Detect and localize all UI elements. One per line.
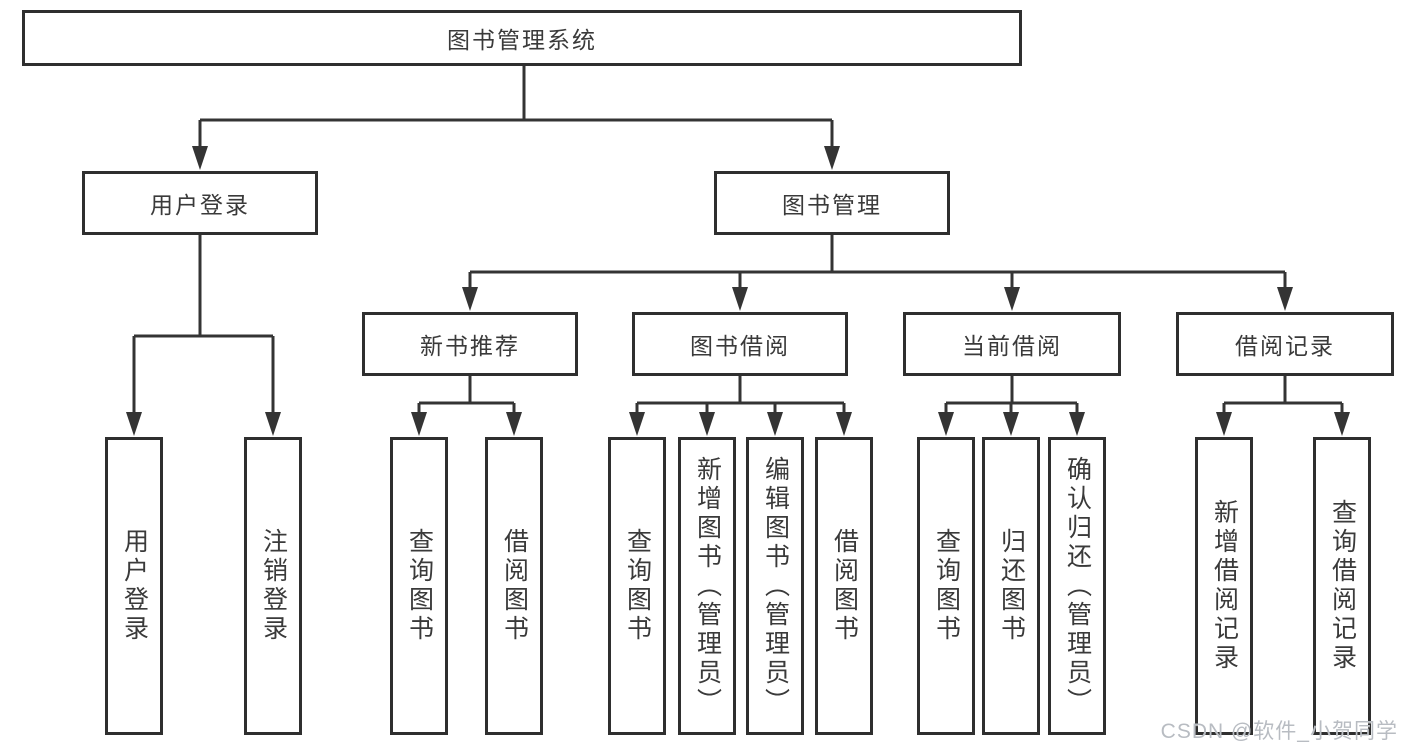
arrowhead-icon (824, 146, 840, 170)
leaf-logout: 注销登录 (244, 437, 302, 735)
arrowhead-icon (1003, 412, 1019, 436)
leaf-records-add-record: 新增借阅记录 (1195, 437, 1253, 735)
arrowheads (126, 146, 1350, 436)
arrowhead-icon (411, 412, 427, 436)
leaf-borrowing-edit-books-admin-label: 编辑图书（管理员） (761, 455, 790, 717)
arrowhead-icon (629, 412, 645, 436)
node-book-borrowing-label: 图书借阅 (690, 333, 790, 359)
leaf-borrowing-query-books-label: 查询图书 (623, 528, 652, 644)
node-current-borrowing-label: 当前借阅 (962, 333, 1062, 359)
leaf-current-return-books: 归还图书 (982, 437, 1040, 735)
leaf-user-login-label: 用户登录 (120, 528, 149, 644)
leaf-current-query-books-label: 查询图书 (932, 528, 961, 644)
connector-records-to-leaves (1222, 376, 1344, 414)
node-borrowing-records: 借阅记录 (1176, 312, 1394, 376)
leaf-records-query-record-label: 查询借阅记录 (1328, 499, 1357, 673)
leaf-recommend-borrow-books: 借阅图书 (485, 437, 543, 735)
arrowhead-icon (1216, 412, 1232, 436)
arrowhead-icon (265, 412, 281, 436)
arrowhead-icon (836, 412, 852, 436)
leaf-recommend-borrow-books-label: 借阅图书 (500, 528, 529, 644)
connector-currentborrow-to-leaves (944, 376, 1079, 414)
arrowhead-icon (126, 412, 142, 436)
leaf-current-query-books: 查询图书 (917, 437, 975, 735)
leaf-borrowing-borrow-books-label: 借阅图书 (830, 528, 859, 644)
node-new-book-recommend: 新书推荐 (362, 312, 578, 376)
leaf-records-add-record-label: 新增借阅记录 (1210, 499, 1239, 673)
node-user-login: 用户登录 (82, 171, 318, 235)
arrowhead-icon (1069, 412, 1085, 436)
leaf-borrowing-edit-books-admin: 编辑图书（管理员） (746, 437, 804, 735)
arrowhead-icon (1334, 412, 1350, 436)
leaf-current-return-books-label: 归还图书 (997, 528, 1026, 644)
leaf-borrowing-borrow-books: 借阅图书 (815, 437, 873, 735)
node-root: 图书管理系统 (22, 10, 1022, 66)
leaf-records-query-record: 查询借阅记录 (1313, 437, 1371, 735)
node-book-management: 图书管理 (714, 171, 950, 235)
arrowhead-icon (1277, 287, 1293, 311)
arrowhead-icon (1004, 287, 1020, 311)
leaf-current-confirm-return-admin-label: 确认归还（管理员） (1063, 455, 1092, 717)
node-new-book-recommend-label: 新书推荐 (420, 333, 520, 359)
arrowhead-icon (506, 412, 522, 436)
leaf-logout-label: 注销登录 (259, 528, 288, 644)
leaf-recommend-query-books-label: 查询图书 (405, 528, 434, 644)
connector-userlogin-to-leaves (132, 235, 275, 414)
leaf-borrowing-query-books: 查询图书 (608, 437, 666, 735)
leaf-current-confirm-return-admin: 确认归还（管理员） (1048, 437, 1106, 735)
node-book-management-label: 图书管理 (782, 192, 882, 218)
node-root-label: 图书管理系统 (447, 27, 597, 53)
connector-newbookrec-to-leaves (417, 376, 516, 414)
connector-bookborrow-to-leaves (635, 376, 846, 414)
node-current-borrowing: 当前借阅 (903, 312, 1121, 376)
leaf-user-login: 用户登录 (105, 437, 163, 735)
leaf-borrowing-add-books-admin: 新增图书（管理员） (678, 437, 736, 735)
arrowhead-icon (732, 287, 748, 311)
leaf-borrowing-add-books-admin-label: 新增图书（管理员） (693, 455, 722, 717)
arrowhead-icon (938, 412, 954, 436)
connector-bookmgmt-to-level3 (468, 235, 1287, 291)
arrowhead-icon (192, 146, 208, 170)
arrowhead-icon (462, 287, 478, 311)
connector-root-to-level2 (198, 66, 834, 150)
arrowhead-icon (699, 412, 715, 436)
node-user-login-label: 用户登录 (150, 192, 250, 218)
arrowhead-icon (767, 412, 783, 436)
watermark: CSDN @软件_小贺同学 (1160, 720, 1398, 743)
node-borrowing-records-label: 借阅记录 (1235, 333, 1335, 359)
node-book-borrowing: 图书借阅 (632, 312, 848, 376)
leaf-recommend-query-books: 查询图书 (390, 437, 448, 735)
